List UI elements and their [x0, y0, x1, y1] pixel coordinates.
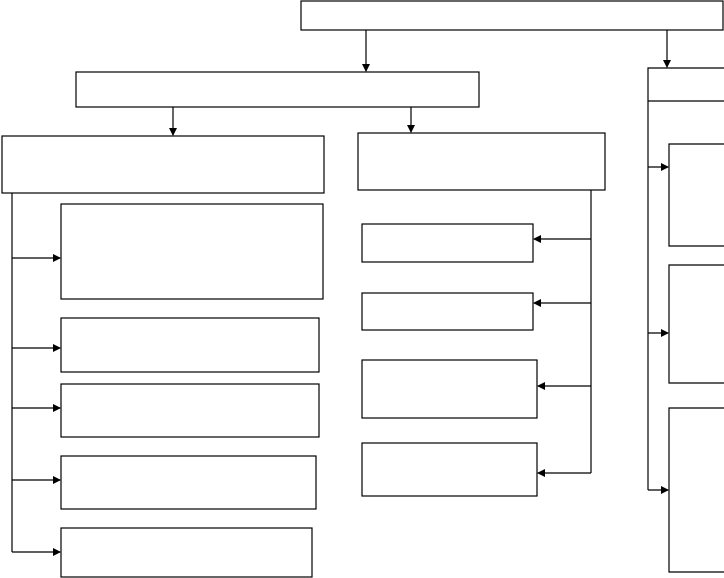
- middle-child-box-3: [361, 359, 538, 419]
- right-child-box-3: [668, 407, 724, 573]
- level1-right-box: [647, 67, 724, 102]
- level1-left-box: [75, 71, 480, 108]
- level2-middle-box: [357, 132, 606, 191]
- left-child-box-3: [60, 383, 320, 438]
- left-child-box-4: [60, 455, 317, 510]
- level2-left-box: [1, 135, 325, 194]
- left-child-box-2: [60, 317, 320, 373]
- left-child-box-5: [60, 527, 313, 578]
- root-box: [300, 0, 724, 31]
- right-child-box-1: [668, 143, 724, 247]
- middle-child-box-4: [361, 442, 538, 497]
- middle-child-box-2: [361, 292, 534, 331]
- middle-child-box-1: [361, 223, 534, 263]
- left-child-box-1: [60, 203, 324, 300]
- right-child-box-2: [668, 264, 724, 384]
